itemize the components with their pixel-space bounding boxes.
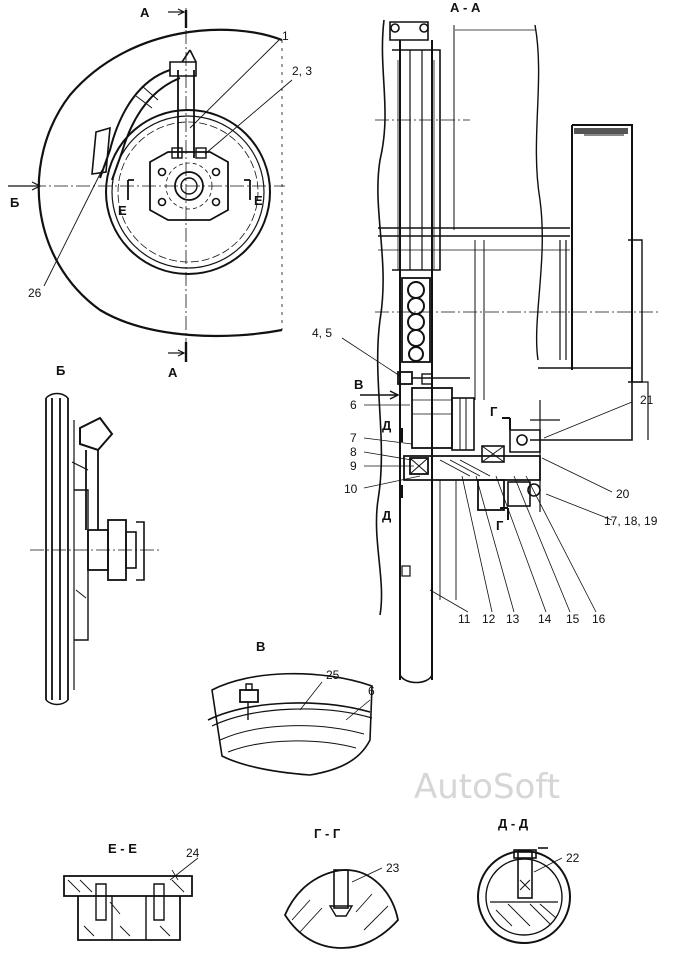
callout-21: 21 [640, 393, 654, 407]
section-ee-drawing [63, 857, 199, 941]
watermark: AutoSoft [414, 767, 560, 807]
section-gg-title: Г - Г [314, 826, 341, 841]
callout-4-5: 4, 5 [312, 326, 332, 340]
cut-b-label: Б [10, 195, 19, 210]
callout-17-18-19: 17, 18, 19 [604, 514, 658, 528]
cut-a-top-label: А [140, 5, 150, 20]
callout-6: 6 [350, 398, 357, 412]
callout-20: 20 [616, 487, 630, 501]
callout-7: 7 [350, 431, 357, 445]
callout-9: 9 [350, 459, 357, 473]
callout-26: 26 [28, 286, 42, 300]
section-aa-title: А - А [450, 0, 481, 15]
callout-22: 22 [566, 851, 580, 865]
section-dd-title: Д - Д [498, 816, 529, 831]
view-b-title: Б [56, 363, 65, 378]
cut-d-top-label: Д [382, 418, 392, 433]
wheel-front-view [8, 8, 293, 362]
cut-d-bottom-label: Д [382, 508, 392, 523]
callout-24: 24 [186, 846, 200, 860]
callout-6-view-v: 6 [368, 684, 375, 698]
callout-15: 15 [566, 612, 580, 626]
callout-12: 12 [482, 612, 496, 626]
callout-11: 11 [458, 612, 471, 626]
view-v-drawing [207, 672, 373, 776]
callout-10: 10 [344, 482, 358, 496]
section-dd-drawing [477, 847, 571, 944]
section-aa-drawing [341, 19, 660, 684]
callout-13: 13 [506, 612, 520, 626]
section-ee-title: Е - Е [108, 841, 137, 856]
callout-14: 14 [538, 612, 552, 626]
cut-a-bottom-label: А [168, 365, 178, 380]
callout-23: 23 [386, 861, 400, 875]
view-v-title: В [256, 639, 265, 654]
cut-g-bottom-label: Г [496, 518, 504, 533]
callout-8: 8 [350, 445, 357, 459]
view-labels: А А Б Е Е А - А Г Г Д Д В Б В Е - Е Г - … [10, 0, 529, 856]
cut-e-right-label: Е [254, 193, 263, 208]
section-gg-drawing [283, 867, 399, 949]
cut-e-left-label: Е [118, 203, 127, 218]
callout-16: 16 [592, 612, 606, 626]
callout-2-3: 2, 3 [292, 64, 312, 78]
view-b-drawing [30, 392, 160, 706]
cut-g-top-label: Г [490, 404, 498, 419]
callout-labels: 1 2, 3 26 4, 5 6 7 8 9 10 21 20 17, 18, … [28, 29, 658, 875]
callout-25: 25 [326, 668, 340, 682]
callout-1: 1 [282, 29, 289, 43]
view-v-arrow-label: В [354, 377, 363, 392]
